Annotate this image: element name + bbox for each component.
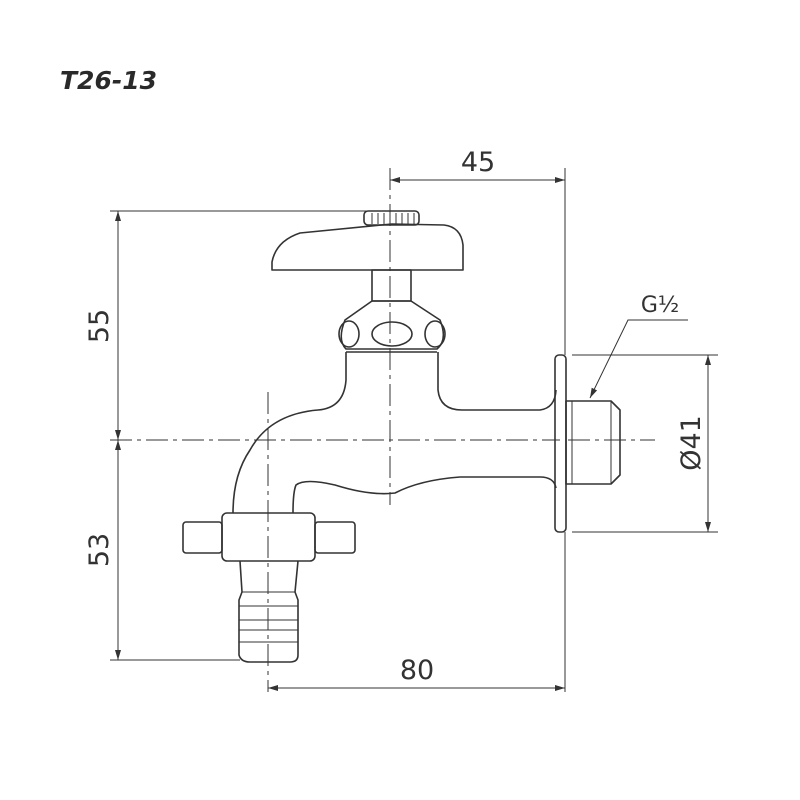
thread-fitting xyxy=(565,400,621,485)
faucet-body xyxy=(182,210,621,663)
wall-flange xyxy=(554,354,567,533)
dim-upper-height: 55 xyxy=(84,309,115,343)
dim-top-width: 45 xyxy=(461,147,495,178)
hose-tip xyxy=(238,560,299,663)
dim-lower-height: 53 xyxy=(84,533,115,567)
handle-knob xyxy=(363,210,420,226)
center-lines xyxy=(110,168,655,692)
dimension-lines xyxy=(110,168,718,692)
dim-flange-diameter: Ø41 xyxy=(676,415,707,471)
drawing-title: T26-13 xyxy=(60,66,158,95)
handle xyxy=(271,223,464,271)
dim-total-width: 80 xyxy=(400,655,434,686)
thread-label: G½ xyxy=(641,293,679,318)
